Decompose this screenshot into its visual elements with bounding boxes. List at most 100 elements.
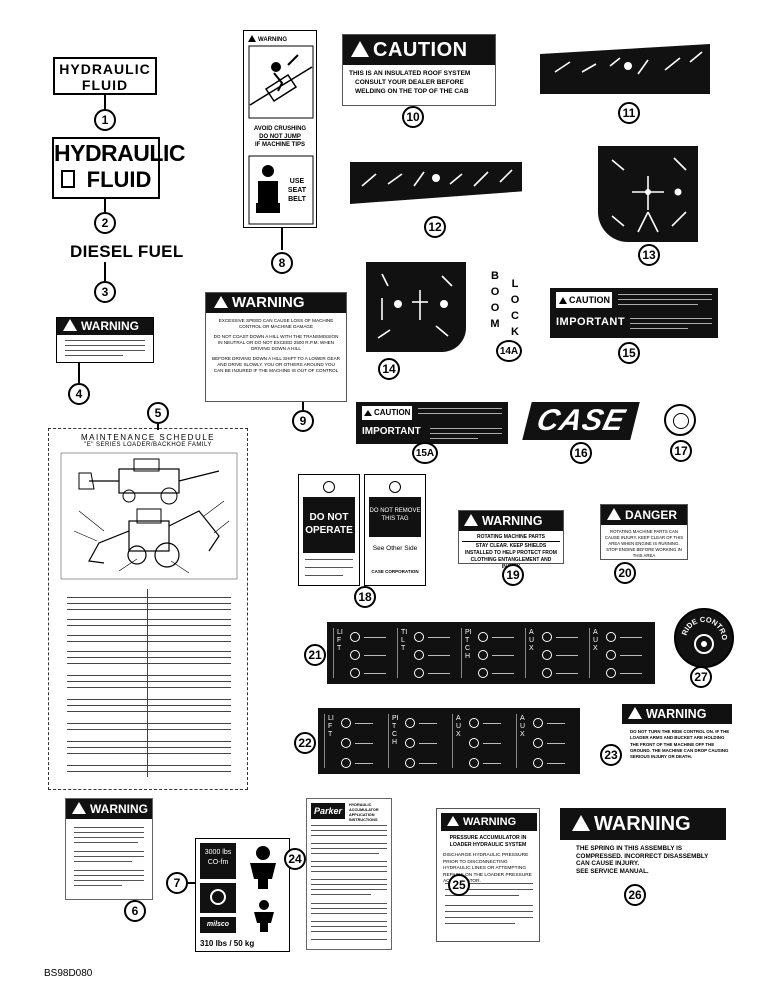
- loader-backhoe-diagram: [60, 452, 238, 580]
- caution-triangle-icon: [559, 297, 567, 304]
- control-position-icon: [350, 632, 360, 642]
- machine-tipping-icon: [248, 45, 314, 119]
- decal-4-warning: WARNING: [56, 317, 154, 363]
- decal-8-mid3: IF MACHINE TIPS: [254, 142, 305, 148]
- callout-9: 9: [292, 410, 314, 432]
- decal-8-header: WARNING: [258, 37, 287, 43]
- decal-12-control-pattern: [350, 162, 522, 204]
- decal-25-title1: PRESSURE ACCUMULATOR IN: [449, 835, 527, 841]
- control-position-text: [364, 655, 386, 656]
- control-position-text: [355, 743, 373, 744]
- callout-15: 15: [618, 342, 640, 364]
- decal-4-header: WARNING: [81, 319, 139, 333]
- decal-8-mid2: DO NOT JUMP: [259, 134, 301, 140]
- decal-24-brand: Parker: [311, 803, 345, 819]
- control-section: PITCH: [461, 628, 518, 678]
- callout-1: 1: [94, 109, 116, 131]
- control-position-icon: [341, 758, 351, 768]
- decal-1-line2: FLUID: [81, 77, 129, 93]
- callout-26: 26: [624, 884, 646, 906]
- decal-9-speed-warning: WARNING EXCESSIVE SPEED CAN CAUSE LOSS O…: [205, 292, 347, 402]
- decal-18-tag-do-not-remove: DO NOT REMOVE THIS TAG See Other Side CA…: [364, 474, 426, 586]
- control-position-text: [364, 637, 386, 638]
- control-position-icon: [478, 650, 488, 660]
- control-position-text: [483, 723, 501, 724]
- decal-2-line1: HYDRAULIC: [54, 140, 185, 166]
- decal-8-seat3: BELT: [288, 196, 306, 203]
- decal-10-line1: THIS IS AN INSULATED ROOF SYSTEM: [349, 70, 471, 77]
- decal-5-schedule-table: [59, 589, 239, 777]
- decal-18-tag2-line4: CASE CORPORATION: [371, 569, 419, 574]
- control-position-icon: [469, 738, 479, 748]
- callout-14: 14: [378, 358, 400, 380]
- decal-14a-col1-0: B: [491, 270, 499, 282]
- decal-7-line1: 3000 lbs: [204, 849, 232, 856]
- callout-8: 8: [271, 252, 293, 274]
- decal-24-title: HYDRAULIC ACCUMULATOR APPLICATION INSTRU…: [349, 803, 379, 822]
- decal-7-line2: CO-fm: [207, 859, 229, 866]
- lever-arrows-icon: [554, 51, 703, 75]
- control-section-label: TILT: [401, 629, 408, 652]
- control-position-icon: [533, 718, 543, 728]
- control-position-icon: [341, 738, 351, 748]
- callout-18: 18: [354, 586, 376, 608]
- decal-26-header: WARNING: [594, 813, 691, 835]
- control-position-icon: [469, 758, 479, 768]
- callout-13: 13: [638, 244, 660, 266]
- leader-2: [104, 199, 106, 212]
- decal-25-header: WARNING: [463, 816, 517, 828]
- control-position-icon: [405, 758, 415, 768]
- control-position-icon: [405, 738, 415, 748]
- decal-3-diesel-fuel: DIESEL FUEL: [70, 242, 184, 261]
- decal-14a-col2-0: L: [511, 278, 519, 290]
- warning-triangle-icon: [248, 35, 256, 42]
- control-position-text: [547, 743, 565, 744]
- control-position-icon: [533, 758, 543, 768]
- control-position-icon: [606, 668, 616, 678]
- callout-24: 24: [284, 848, 306, 870]
- decal-1-line1: HYDRAULIC: [59, 61, 151, 77]
- seat-belt-icon: [248, 155, 314, 225]
- control-position-text: [492, 673, 514, 674]
- person-icon: [254, 900, 274, 932]
- decal-9-p1: EXCESSIVE SPEED CAN CAUSE LOSS OF MACHIN…: [218, 318, 334, 329]
- decal-14a-col2-1: O: [510, 294, 520, 306]
- decal-18-tag2-line1: DO NOT REMOVE: [369, 508, 421, 514]
- callout-6: 6: [124, 900, 146, 922]
- control-position-icon: [606, 632, 616, 642]
- control-position-text: [428, 673, 450, 674]
- callout-15a: 15A: [412, 442, 438, 464]
- decal-10-line3: WELDING ON THE TOP OF THE CAB: [355, 88, 469, 95]
- decal-15a-caution: CAUTION: [374, 408, 411, 417]
- control-position-icon: [542, 650, 552, 660]
- control-position-text: [620, 673, 642, 674]
- decal-26-warning-spring: WARNING THE SPRING IN THIS ASSEMBLY IS C…: [560, 808, 726, 884]
- control-position-text: [483, 743, 501, 744]
- decal-14a-boom-lock: B O O M L O C K: [482, 266, 532, 338]
- decal-15a-caution-important: CAUTION IMPORTANT: [356, 402, 508, 444]
- warning-triangle-icon: [214, 296, 228, 308]
- decal-6-header: WARNING: [90, 802, 148, 816]
- control-position-text: [428, 655, 450, 656]
- control-section-label: AUX: [593, 629, 599, 652]
- warning-triangle-icon: [464, 514, 478, 526]
- control-section-label: AUX: [456, 715, 462, 738]
- decal-10-header: CAUTION: [373, 39, 468, 61]
- control-section-label: AUX: [529, 629, 535, 652]
- decal-25-warning-accumulator: WARNING PRESSURE ACCUMULATOR IN LOADER H…: [436, 808, 540, 942]
- control-position-text: [556, 655, 578, 656]
- warning-triangle-icon: [628, 707, 642, 719]
- decal-27-ride-control: RIDE CONTROL: [674, 603, 734, 668]
- callout-12: 12: [424, 216, 446, 238]
- decal-14a-col2-3: K: [511, 326, 519, 338]
- decal-18-tag2-line3: See Other Side: [372, 545, 418, 552]
- decal-2-line2: FLUID: [86, 167, 152, 192]
- medallion-emblem-icon: [673, 413, 689, 429]
- control-position-icon: [542, 668, 552, 678]
- leader-9: [302, 402, 304, 410]
- decal-6-warning: WARNING: [65, 798, 153, 900]
- decal-26-body2: SEE SERVICE MANUAL.: [576, 867, 649, 875]
